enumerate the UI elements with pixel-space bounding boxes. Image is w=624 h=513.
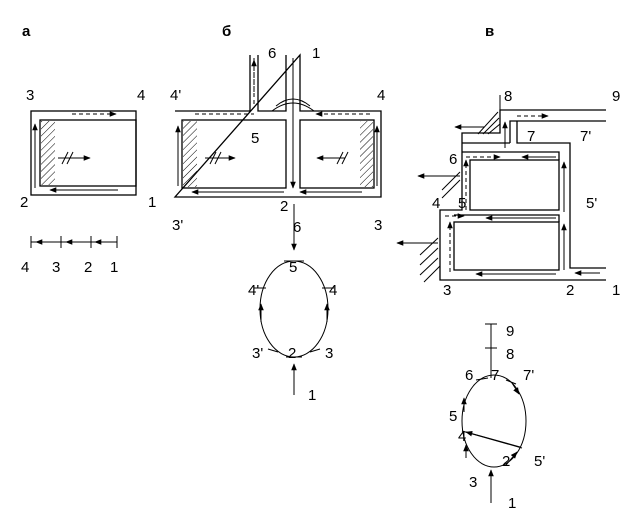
cycle-node-label: 5' [534,453,545,470]
cycle-node-label: 8 [506,346,514,363]
node-7-label: 7 [527,128,535,145]
node-tick [475,377,489,381]
panel-a-title: а [22,23,31,40]
cycle-node-label: 7 [491,367,499,384]
cycle-arrow-top-right [511,382,520,395]
hatch-line [487,123,501,135]
node-8-label: 8 [504,88,512,105]
cycle-node-label: 4 [458,428,466,445]
left-compartment [181,119,287,189]
node-7prime-label: 7' [580,128,591,145]
sequence-label: 3 [52,259,60,276]
node-4-label: 4 [137,87,145,104]
outer-wall [439,109,606,281]
panel-v: в [396,23,620,512]
cycle-node-label: 7' [523,367,534,384]
node-1-label: 1 [612,282,620,299]
sequence-label: 1 [110,259,118,276]
tick-mark [336,151,344,165]
node-2-label: 2 [566,282,574,299]
panel-a-channel [30,110,137,196]
outer-wall [173,53,382,198]
tick-mark [341,151,349,165]
node-3prime-label: 3' [172,217,183,234]
panel-b-channel [173,53,382,198]
bypass-arrow [465,430,521,448]
node-6-label: 6 [268,45,276,62]
tick-mark [214,151,222,165]
node-2-label: 2 [280,198,288,215]
panel-b-title: б [222,23,231,40]
right-channel-wall [516,121,606,269]
cycle-node-label: 9 [506,323,514,340]
node-tick [309,348,321,353]
inner-wall [39,119,137,187]
hatch-line [482,117,500,135]
node-2-label: 2 [20,194,28,211]
cycle-node-label: 5 [289,259,297,276]
cycle-node-label: 6 [465,367,473,384]
cycle-loop [461,374,527,468]
inner-walls [454,142,560,222]
hatched-wall-left [183,121,197,187]
top-channel-wall [509,120,606,143]
sequence-label: 2 [84,259,92,276]
upper-compartment [469,159,560,211]
node-4prime-label: 4' [170,87,181,104]
cycle-node-label: 3 [469,474,477,491]
node-9-label: 9 [612,88,620,105]
node-tick [267,348,279,353]
panel-v-cycle: 9 8 6 7 7' 5 4 2 5' 3 1 [449,323,545,512]
lower-compartment [453,221,560,271]
node-4-label: 4 [432,195,440,212]
cycle-node-label: 2 [288,345,296,362]
cycle-node-label: 3 [325,345,333,362]
node-5-label: 5 [251,130,259,147]
hatch-line [419,237,439,256]
panel-v-title: в [485,23,494,40]
panel-v-channel [396,95,606,283]
node-tick [505,379,517,385]
tick-mark [66,151,74,165]
tick-mark [61,151,69,165]
hatched-wall-right [360,121,373,187]
node-3-label: 3 [374,217,382,234]
cycle-node-label: 1 [508,495,516,512]
hatch-line [477,111,499,135]
hatch-line [419,257,439,276]
node-5prime-label: 5' [586,195,597,212]
panel-a: а 3 4 2 1 4 3 2 1 [20,23,156,276]
panel-b: б [170,23,385,404]
cycle-node-label: 4 [329,282,337,299]
cycle-node-label: 3' [252,345,263,362]
cycle-node-label: 4' [248,282,259,299]
hatch-line [423,265,441,283]
hatch-line [441,179,461,199]
hatch-line [441,171,461,191]
sequence-label: 4 [21,259,29,276]
cycle-node-label: 5 [449,408,457,425]
node-3-label: 3 [443,282,451,299]
tick-mark [209,151,217,165]
cycle-node-label: 2 [502,453,510,470]
hatch-line [419,247,439,266]
hatched-wall [41,121,55,185]
cycle-node-label: 1 [308,387,316,404]
node-1-label: 1 [312,45,320,62]
panel-b-cycle: 5 6 4' 4 3' 2 3 1 [248,204,337,404]
cycle-node-label: 6 [293,219,301,236]
cycle-arrow-bottom-right [505,451,518,466]
node-3-label: 3 [26,87,34,104]
node-6-label: 6 [449,151,457,168]
panel-a-sequence: 4 3 2 1 [21,236,118,276]
node-5-label: 5 [458,195,466,212]
node-1-label: 1 [148,194,156,211]
right-compartment [299,119,375,189]
node-4-label: 4 [377,87,385,104]
